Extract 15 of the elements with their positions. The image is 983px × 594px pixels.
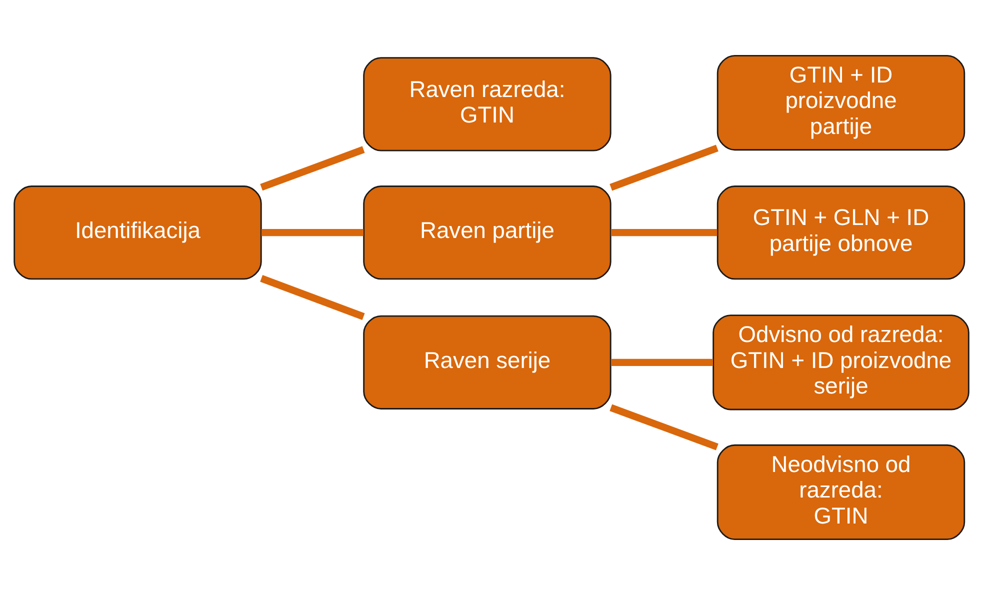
connector [260, 274, 365, 320]
node-box: Identifikacija [14, 185, 262, 280]
connector [610, 144, 718, 190]
node-box: Raven serije [363, 314, 612, 409]
connector [610, 358, 713, 366]
connector [261, 228, 364, 236]
node-box: GTIN + ID proizvodne partije [716, 54, 966, 150]
node-box: Odvisno od razreda: GTIN + ID proizvodne serije [712, 314, 970, 410]
node-box: GTIN + GLN + ID partije obnove [716, 185, 966, 280]
node-box: Raven razreda: GTIN [363, 56, 612, 151]
node-box: Raven partije [363, 185, 612, 280]
connector [610, 404, 718, 450]
node-box: Neodvisno od razreda: GTIN [716, 444, 966, 540]
connector [260, 146, 365, 190]
connector [610, 228, 718, 236]
